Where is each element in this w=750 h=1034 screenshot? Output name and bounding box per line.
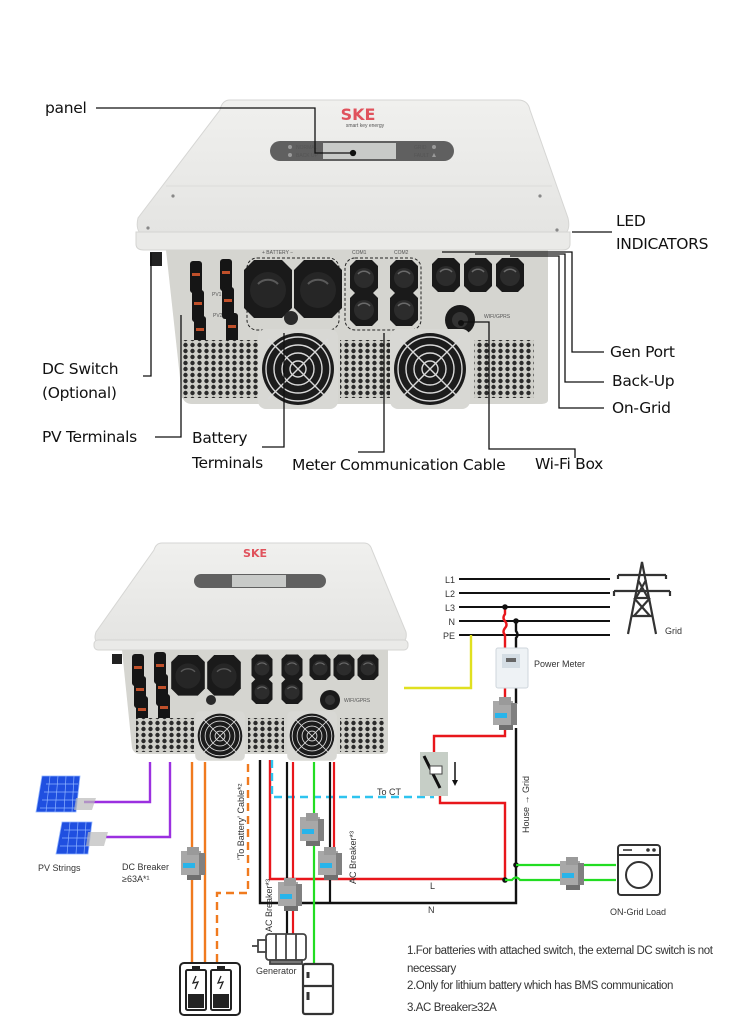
display-panel: NORMAL BACK UP GRID FAULT: [270, 141, 454, 161]
ac-breaker-backup: [300, 813, 324, 846]
label-indicators: INDICATORS: [616, 235, 708, 253]
line-l-label: L: [430, 881, 435, 891]
brand-logo-bottom: SKE: [243, 547, 267, 560]
label-dc-switch-optional: (Optional): [42, 384, 117, 402]
generator-label: Generator: [256, 966, 297, 976]
pv-wire-2: [106, 762, 172, 839]
grid-breaker: [493, 697, 517, 730]
label-on-grid: On-Grid: [612, 399, 671, 417]
dc-breaker-label: DC Breaker: [122, 862, 169, 872]
label-meter-comm: Meter Communication Cable: [292, 456, 505, 474]
ske-logo: SKE smart key energy: [341, 105, 385, 129]
brand-logo: SKE: [341, 105, 376, 124]
footnote-3: 3.AC Breaker≥32A: [407, 1002, 497, 1014]
fridge-icon: [301, 962, 335, 1016]
bus-label-l2: L2: [445, 589, 455, 599]
grid-tower-icon: [612, 561, 672, 635]
ac-breaker-gen: [278, 878, 302, 911]
wifi-marking: WIFI/GPRS: [484, 314, 511, 320]
to-ct-label: To CT: [377, 787, 402, 797]
ac-glands: [431, 257, 525, 293]
pe-wire: [404, 635, 473, 690]
pv-connectors: PV1 PV2: [190, 259, 238, 348]
pv-panel-icon-1: [35, 775, 96, 813]
footnote-2: 2.Only for lithium battery which has BMS…: [407, 980, 673, 992]
ac-breaker-grid: [318, 847, 342, 880]
washing-machine-icon: [617, 844, 661, 896]
lcd-screen: [323, 143, 396, 159]
pv1-marking: PV1: [212, 292, 222, 298]
com2-marking: COM2: [394, 250, 409, 256]
led-fault-label: FAULT: [414, 153, 429, 159]
ct-wire: [270, 760, 434, 799]
label-dc-switch: DC Switch: [42, 360, 118, 378]
fan-right: [389, 328, 471, 410]
bus-label-pe: PE: [443, 631, 455, 641]
line-n-label: N: [428, 905, 435, 915]
dc-switch-knob: [150, 252, 162, 266]
pv-strings-label: PV Strings: [38, 863, 81, 873]
top-callouts: [96, 107, 612, 458]
live-wire-l: [268, 760, 507, 881]
bus-label-n: N: [449, 617, 456, 627]
label-back-up: Back-Up: [612, 372, 674, 390]
label-battery-terminals: Terminals: [191, 454, 263, 472]
pv2-marking: PV2: [213, 313, 223, 319]
led-normal-label: NORMAL: [296, 145, 318, 151]
footnote-1-cont: necessary: [407, 963, 456, 975]
grid-bus: L1 L2 L3 N PE Grid: [443, 561, 682, 641]
label-wifi-box: Wi-Fi Box: [535, 455, 603, 473]
power-meter-label: Power Meter: [534, 659, 585, 669]
load-breaker: [560, 857, 584, 890]
label-panel: panel: [45, 99, 87, 117]
battery-comm-cable: [215, 764, 250, 964]
generator-icon: [252, 933, 307, 965]
pv-wire-1: [84, 762, 152, 804]
battery-cable-label: 'To Battery' Cable*²: [236, 784, 246, 860]
wifi-marking-bottom: WIFI/GPRS: [344, 698, 371, 704]
neutral-wire-n: [258, 728, 518, 905]
ct-clamp-icon: [420, 752, 458, 796]
dc-breaker: [181, 847, 205, 880]
power-meter-icon: [495, 647, 529, 689]
footnotes: 1.For batteries with attached switch, th…: [407, 945, 714, 1014]
grid-label: Grid: [665, 626, 682, 636]
label-battery: Battery: [192, 429, 247, 447]
led-backup-label: BACK UP: [296, 153, 319, 159]
label-pv-terminals: PV Terminals: [42, 428, 137, 446]
brand-tagline: smart key energy: [346, 123, 385, 129]
com-glands: COM1 COM2: [344, 250, 422, 331]
bus-label-l3: L3: [445, 603, 455, 613]
house-to-grid-label: House → Grid: [521, 776, 531, 833]
bus-label-l1: L1: [445, 575, 455, 585]
footnote-1: 1.For batteries with attached switch, th…: [407, 945, 714, 957]
com1-marking: COM1: [352, 250, 367, 256]
inverter-photo-top: SKE smart key energy NORMAL BACK UP GRID…: [135, 99, 571, 410]
pv-panel-icon-2: [55, 821, 108, 855]
battery-pack-icon: [179, 962, 241, 1016]
label-gen-port: Gen Port: [610, 343, 675, 361]
ac-breaker-label-1: AC Breaker*³: [348, 831, 358, 884]
battery-marking: + BATTERY −: [262, 250, 293, 256]
fan-left: [257, 328, 339, 410]
wifi-port: WIFI/GPRS: [445, 305, 511, 335]
on-grid-load-label: ON-Grid Load: [610, 907, 666, 917]
dc-breaker-rating: ≥63A*¹: [122, 874, 149, 884]
inverter-photo-bottom: SKE WIFI/GPRS: [93, 542, 409, 762]
ac-breaker-label-2: AC Breaker*³: [264, 879, 274, 932]
label-led: LED: [616, 212, 646, 230]
led-grid-label: GRID: [414, 145, 427, 151]
top-callout-labels: panel LED INDICATORS DC Switch (Optional…: [42, 99, 708, 474]
